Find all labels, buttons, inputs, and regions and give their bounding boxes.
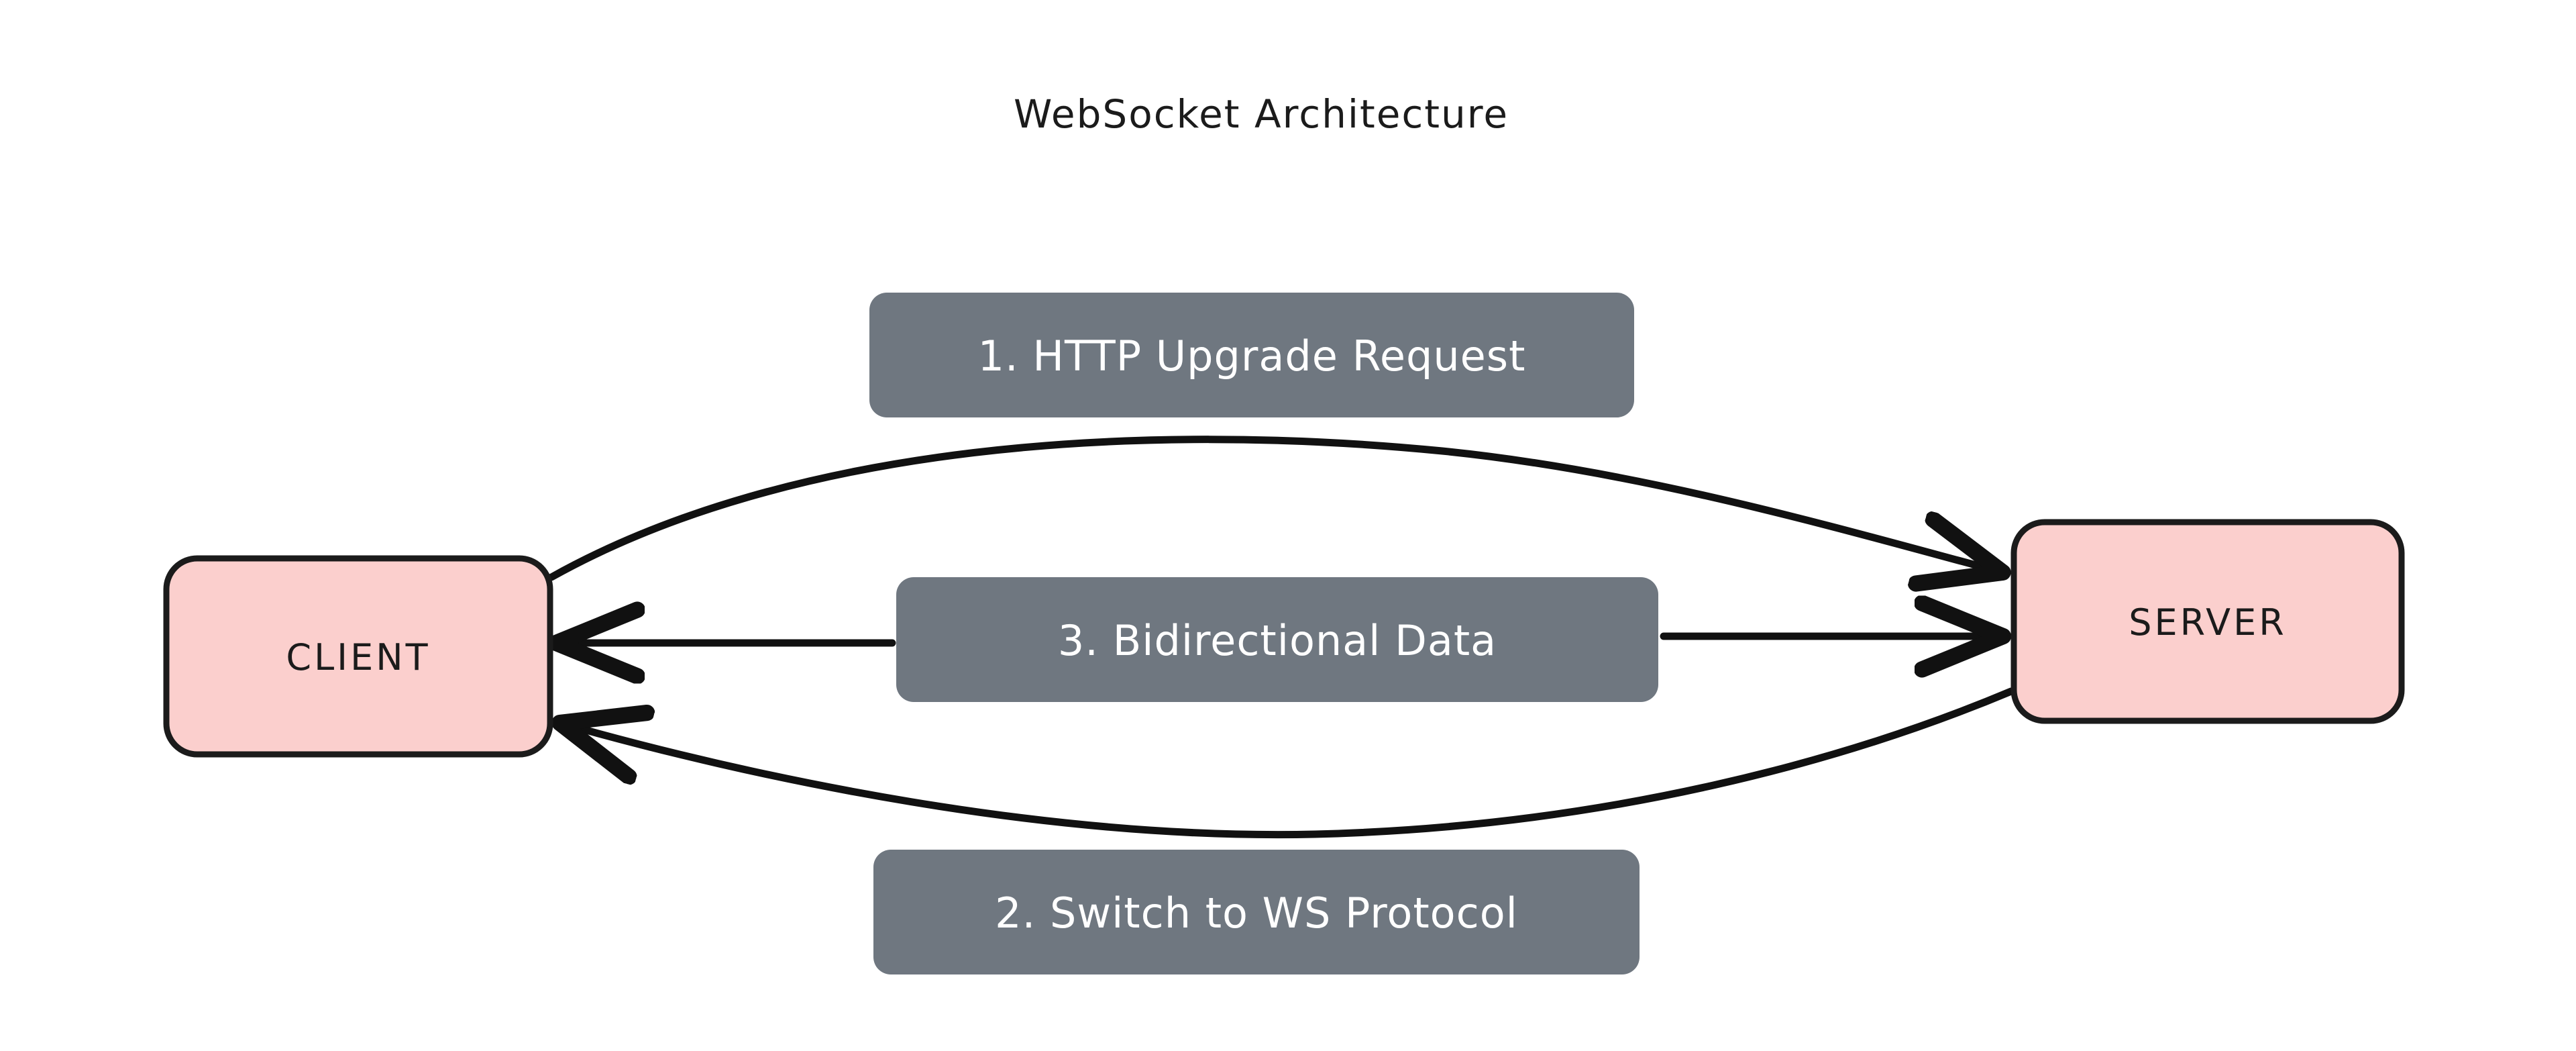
client-node-shape[interactable] <box>163 555 553 758</box>
edge-label-http-upgrade-request[interactable]: 1. HTTP Upgrade Request <box>869 293 1634 417</box>
edge-http-upgrade-request <box>547 436 1996 577</box>
edge-2-path <box>567 687 2015 839</box>
edge-label-1-box[interactable] <box>869 293 1634 417</box>
edge-label-switch-to-ws-protocol[interactable]: 2. Switch to WS Protocol <box>873 850 1640 974</box>
edge-label-3-text: 3. Bidirectional Data <box>1058 616 1497 665</box>
edge-switch-to-ws-protocol <box>567 687 2015 839</box>
edge-bidirectional-data <box>564 636 1996 643</box>
edge-label-2-box[interactable] <box>873 850 1640 974</box>
node-client[interactable]: CLIENT <box>163 555 553 758</box>
page-title: WebSocket Architecture <box>1014 91 1509 137</box>
edge-label-bidirectional-data[interactable]: 3. Bidirectional Data <box>896 577 1658 702</box>
edge-label-1-text: 1. HTTP Upgrade Request <box>978 332 1526 381</box>
edge-label-3-box[interactable] <box>896 577 1658 702</box>
server-node-shape[interactable] <box>2010 519 2405 724</box>
edge-1-path <box>547 436 1996 577</box>
node-server[interactable]: SERVER <box>2010 519 2405 724</box>
client-node-label: CLIENT <box>286 636 430 679</box>
edge-label-2-text: 2. Switch to WS Protocol <box>995 889 1518 938</box>
server-node-label: SERVER <box>2129 601 2287 644</box>
